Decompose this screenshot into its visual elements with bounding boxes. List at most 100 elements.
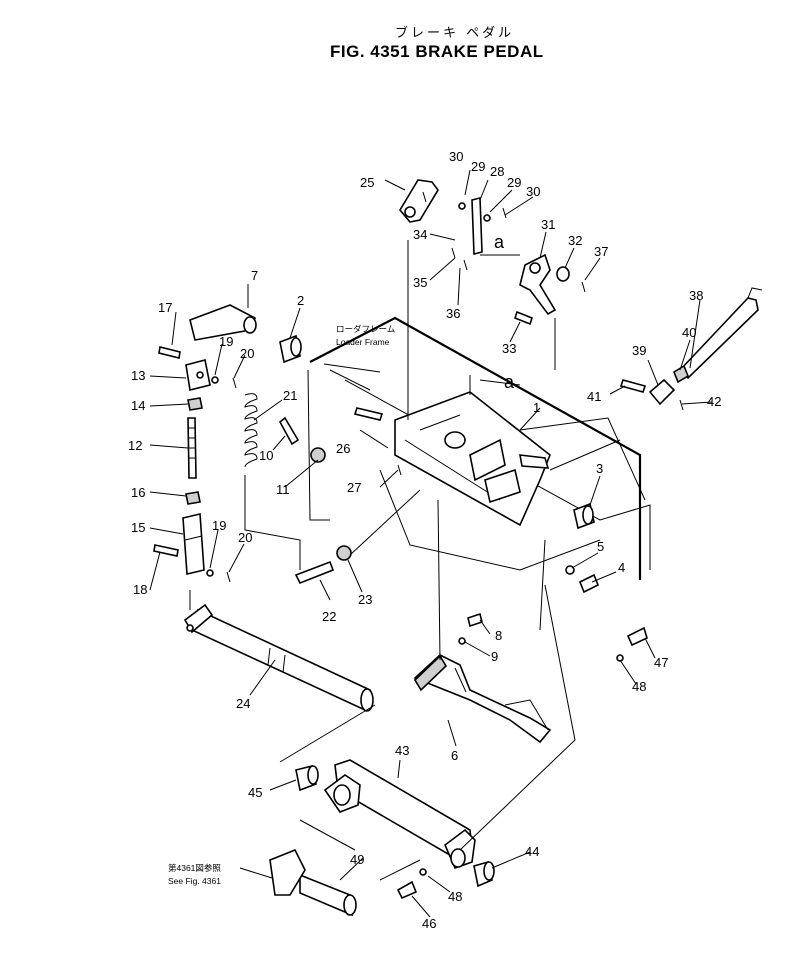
nut-part-23 <box>336 545 352 561</box>
leader-lines <box>149 169 713 918</box>
figure-title-japanese: ブレーキ ペダル <box>395 26 515 41</box>
callout-19b: 19 <box>212 518 226 533</box>
arm-part-25 <box>399 179 439 223</box>
callout-29b: 29 <box>507 175 521 190</box>
callout-33: 33 <box>502 341 516 356</box>
see-fig-label-en: See Fig. 4361 <box>168 876 221 886</box>
callout-40: 40 <box>682 325 696 340</box>
link-part-28 <box>471 196 483 256</box>
callout-8: 8 <box>495 628 502 643</box>
callout-27: 27 <box>347 480 361 495</box>
bolt-part-18 <box>153 544 179 557</box>
callout-numbers: 1 2 3 4 5 6 7 8 9 10 11 12 13 14 16 15 1… <box>128 149 721 931</box>
callout-9: 9 <box>491 649 498 664</box>
bolt-part-4 <box>578 573 600 594</box>
callout-36: 36 <box>446 306 460 321</box>
callout-7: 7 <box>251 268 258 283</box>
rod-part-12 <box>187 417 197 479</box>
callout-30a: 30 <box>449 149 463 164</box>
callout-43: 43 <box>395 743 409 758</box>
callout-47: 47 <box>654 655 668 670</box>
see-fig-label-jp: 第4361図参照 <box>168 863 221 873</box>
callout-24: 24 <box>236 696 250 711</box>
callout-25: 25 <box>360 175 374 190</box>
callout-3: 3 <box>596 461 603 476</box>
callout-21: 21 <box>283 388 297 403</box>
callout-45: 45 <box>248 785 262 800</box>
brake-pedal-part-6 <box>413 654 552 744</box>
detail-marker-a: a a <box>494 232 515 392</box>
lever-part-43 <box>323 759 476 870</box>
bolt-part-47 <box>626 626 648 647</box>
bushing-part-3 <box>573 502 595 530</box>
bolt-part-17 <box>158 346 181 359</box>
callout-26: 26 <box>336 441 350 456</box>
loader-frame-label-en: Loader Frame <box>336 337 390 347</box>
callout-49: 49 <box>350 852 364 867</box>
callout-35: 35 <box>413 275 427 290</box>
bolt-part-41 <box>619 379 647 393</box>
callout-31: 31 <box>541 217 555 232</box>
callout-22: 22 <box>322 609 336 624</box>
callout-37: 37 <box>594 244 608 259</box>
callout-1: 1 <box>533 400 540 415</box>
callout-32: 32 <box>568 233 582 248</box>
bracket-part-1 <box>394 375 551 527</box>
callout-16: 16 <box>131 485 145 500</box>
detail-marker-top: a <box>494 232 505 252</box>
callout-14: 14 <box>131 398 145 413</box>
nut-part-16 <box>185 491 201 505</box>
nut-part-14 <box>187 397 203 411</box>
callout-11: 11 <box>276 482 290 497</box>
callout-2: 2 <box>297 293 304 308</box>
bolt-part-8 <box>467 612 483 628</box>
figure-title: FIG. 4351 BRAKE PEDAL <box>330 42 544 61</box>
callout-34: 34 <box>413 227 427 242</box>
tube-part-49 <box>269 848 357 917</box>
bolt-part-46 <box>396 880 418 900</box>
callout-28: 28 <box>490 164 504 179</box>
lever-part-31 <box>519 253 557 316</box>
spring-part-21 <box>244 393 258 468</box>
detail-marker-middle: a <box>504 372 515 392</box>
callout-13: 13 <box>131 368 145 383</box>
callout-6: 6 <box>451 748 458 763</box>
bolt-part-10 <box>278 416 300 446</box>
bolt-part-26 <box>353 407 384 421</box>
callout-20a: 20 <box>240 346 254 361</box>
callout-30b: 30 <box>526 184 540 199</box>
callout-4: 4 <box>618 560 625 575</box>
callout-19a: 19 <box>219 334 233 349</box>
callout-46: 46 <box>422 916 436 931</box>
clevis-part-13 <box>185 359 211 391</box>
callout-18: 18 <box>133 582 147 597</box>
lever-part-7 <box>189 304 257 341</box>
callout-17: 17 <box>158 300 172 315</box>
nut-part-11 <box>310 447 326 463</box>
callout-5: 5 <box>597 539 604 554</box>
shaft-part-24 <box>183 603 374 712</box>
loader-frame-label-jp: ローダフレーム <box>336 324 395 334</box>
roller-part-32 <box>556 266 570 282</box>
callout-48a: 48 <box>632 679 646 694</box>
callout-12: 12 <box>128 438 142 453</box>
callout-10: 10 <box>259 448 273 463</box>
pin-part-33 <box>514 310 533 326</box>
callout-48b: 48 <box>448 889 462 904</box>
callout-20b: 20 <box>238 530 252 545</box>
bushing-part-44 <box>473 860 495 888</box>
bushing-part-45 <box>295 765 319 792</box>
callout-23: 23 <box>358 592 372 607</box>
bushing-part-2 <box>279 334 302 364</box>
clevis-part-15 <box>182 513 205 575</box>
assembly-guide-lines <box>189 240 576 881</box>
coupler-part-39 <box>648 378 676 406</box>
cotter-pins <box>206 191 684 876</box>
callout-39: 39 <box>632 343 646 358</box>
callout-42: 42 <box>707 394 721 409</box>
callout-29a: 29 <box>471 159 485 174</box>
callout-38: 38 <box>689 288 703 303</box>
callout-44: 44 <box>525 844 539 859</box>
